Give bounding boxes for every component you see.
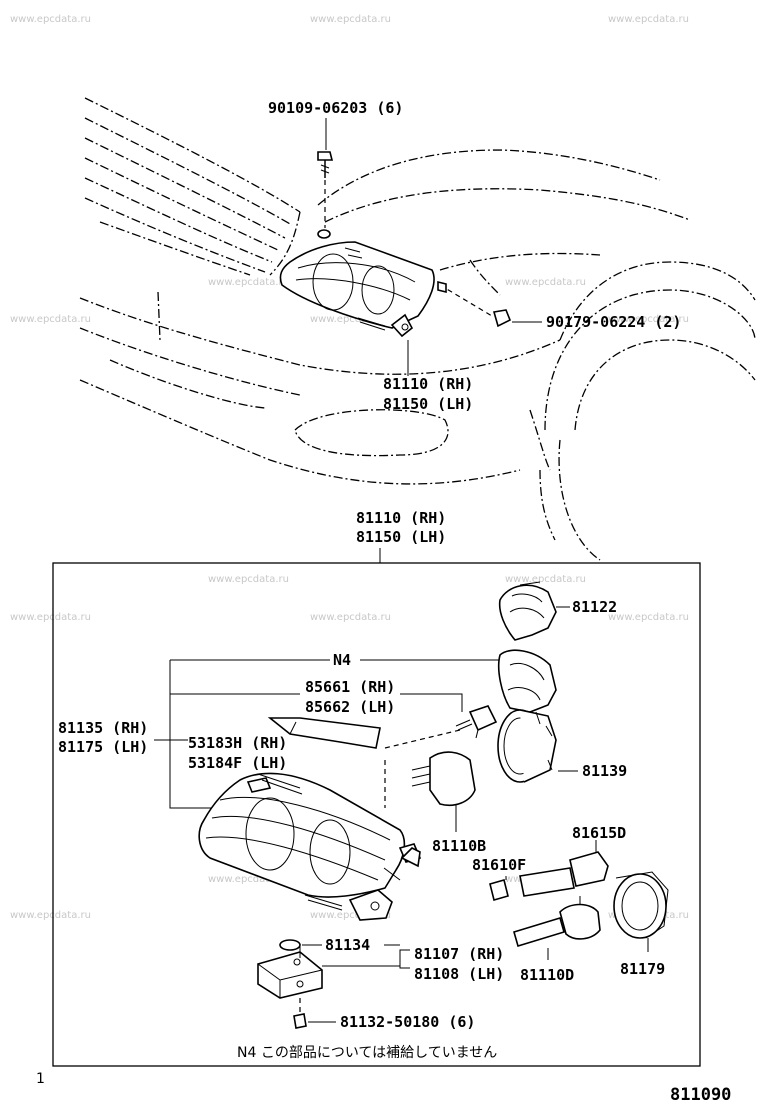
watermarks: www.epcdata.ru www.epcdata.ru www.epcdat… xyxy=(10,14,689,921)
label-socket-cover: 81122 xyxy=(572,598,617,616)
footnote: N4 この部品については補給していません xyxy=(237,1045,497,1061)
label-bulb-d: 81110D xyxy=(520,966,574,984)
bulb-81110B-part xyxy=(400,751,476,868)
label-molding-rh: 53183H (RH) xyxy=(188,734,287,752)
label-assy-top-rh: 81110 (RH) xyxy=(383,375,473,393)
diagram-code: 811090 xyxy=(670,1085,731,1105)
label-bulb-lh: 85662 (LH) xyxy=(305,698,395,716)
watermark: www.epcdata.ru xyxy=(505,277,586,288)
ring-81179-part xyxy=(613,871,669,952)
molding-part xyxy=(267,717,381,749)
headlamp-installed xyxy=(279,151,512,338)
vehicle-front-outline xyxy=(79,97,756,561)
label-gasket: 81134 xyxy=(325,936,370,954)
label-molding-lh: 53184F (LH) xyxy=(188,754,287,772)
watermark: www.epcdata.ru xyxy=(608,314,689,325)
label-bulb-f: 81610F xyxy=(472,856,526,874)
label-bulb-rh: 85661 (RH) xyxy=(305,678,395,696)
watermark: www.epcdata.ru xyxy=(10,612,91,623)
bulb-85661-part xyxy=(455,705,498,739)
bulb-81110D-part xyxy=(513,896,601,960)
label-assy-top-lh: 81150 (LH) xyxy=(383,395,473,413)
watermark: www.epcdata.ru xyxy=(10,314,91,325)
bolt-81132-part xyxy=(293,998,336,1029)
computer-unit-part xyxy=(257,946,323,999)
label-bulb-b: 81110B xyxy=(432,837,486,855)
watermark: www.epcdata.ru xyxy=(10,910,91,921)
watermark: www.epcdata.ru xyxy=(208,277,289,288)
label-ring: 81179 xyxy=(620,960,665,978)
label-lens-rh: 81135 (RH) xyxy=(58,719,148,737)
watermark: www.epcdata.ru xyxy=(310,314,391,325)
watermark: www.epcdata.ru xyxy=(310,910,391,921)
watermark: www.epcdata.ru xyxy=(208,574,289,585)
label-nut-90179: 90179-06224 (2) xyxy=(546,313,681,331)
label-assy-box-lh: 81150 (LH) xyxy=(356,528,446,546)
watermark: www.epcdata.ru xyxy=(608,612,689,623)
gasket-part xyxy=(279,939,322,951)
watermark: www.epcdata.ru xyxy=(505,574,586,585)
label-lens-lh: 81175 (LH) xyxy=(58,738,148,756)
socket-cover-2-part xyxy=(497,649,557,713)
watermark: www.epcdata.ru xyxy=(10,14,91,25)
holder-81615D-part xyxy=(519,840,609,897)
label-n4: N4 xyxy=(333,651,351,669)
page-mark: 1 xyxy=(36,1071,45,1087)
watermark: www.epcdata.ru xyxy=(208,874,289,885)
headlamp-unit-part xyxy=(198,772,422,921)
socket-81139-part xyxy=(497,709,557,783)
top-leaders xyxy=(325,118,542,376)
exploded-view-frame xyxy=(52,562,701,1067)
bulb-81610F-part xyxy=(489,876,509,901)
label-assy-box-rh: 81110 (RH) xyxy=(356,509,446,527)
label-holder-d: 81615D xyxy=(572,824,626,842)
watermark: www.epcdata.ru xyxy=(310,612,391,623)
socket-cover-part xyxy=(498,581,557,641)
watermark: www.epcdata.ru xyxy=(310,14,391,25)
label-computer-lh: 81108 (LH) xyxy=(414,965,504,983)
watermark: www.epcdata.ru xyxy=(608,14,689,25)
label-socket: 81139 xyxy=(582,762,627,780)
label-bolt2: 81132-50180 (6) xyxy=(340,1013,475,1031)
label-computer-rh: 81107 (RH) xyxy=(414,945,504,963)
label-bolt-90109: 90109-06203 (6) xyxy=(268,99,403,117)
